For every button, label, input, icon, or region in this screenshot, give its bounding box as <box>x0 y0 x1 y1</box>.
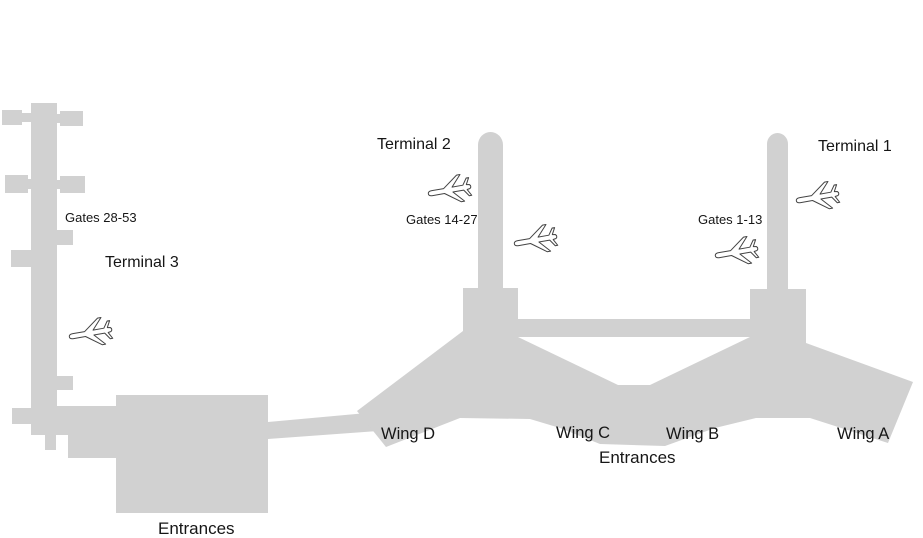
terminal-3-gate-stub <box>12 408 31 424</box>
terminal-3-gate-stub <box>60 111 83 126</box>
terminal-3-gate-stub <box>45 435 56 450</box>
terminal-3-gate-neck <box>57 114 62 123</box>
entrances-central-label: Entrances <box>599 448 676 467</box>
airplane-icon <box>793 179 842 215</box>
central-terminal-complex <box>357 132 913 447</box>
airplane-icon <box>66 315 115 351</box>
wing-b-label: Wing B <box>666 425 720 443</box>
terminal-3-complex <box>2 103 378 513</box>
airplane-icon <box>712 234 761 270</box>
terminal-3-gates-label: Gates 28-53 <box>65 210 137 225</box>
wing-d-label: Wing D <box>381 425 436 443</box>
concourse-valley-notch <box>518 337 750 385</box>
terminal-3-gate-stub <box>2 110 22 125</box>
entrances-terminal-3-label: Entrances <box>158 519 235 538</box>
terminal-3-connector-corridor <box>268 412 378 439</box>
terminal-3-gate-stub <box>57 230 73 245</box>
terminal-2-pier <box>478 132 503 292</box>
terminal-3-gate-neck <box>22 113 31 122</box>
airplane-icon <box>425 172 474 208</box>
terminal-3-junction-block <box>68 435 117 458</box>
wing-a-label: Wing A <box>837 425 890 443</box>
terminal-2-label: Terminal 2 <box>377 136 451 153</box>
terminal-1-label: Terminal 1 <box>818 138 892 155</box>
wing-c-label: Wing C <box>556 424 611 442</box>
terminal-3-gate-stub <box>31 376 73 390</box>
terminal-3-gate-stub <box>5 175 28 193</box>
airplane-icon <box>511 222 560 258</box>
terminal-3-gate-neck <box>57 180 61 189</box>
terminal-3-entrance-building <box>116 395 268 513</box>
terminal-1-pier <box>767 133 788 292</box>
terminal-3-gate-neck <box>28 179 31 189</box>
terminal-3-label: Terminal 3 <box>105 254 179 271</box>
terminal-1-gates-label: Gates 1-13 <box>698 212 763 227</box>
terminal-3-junction-band <box>31 406 117 435</box>
terminal-3-gate-stub <box>11 250 31 267</box>
terminal-3-gate-stub <box>60 176 85 193</box>
terminal-2-gates-label: Gates 14-27 <box>406 212 478 227</box>
